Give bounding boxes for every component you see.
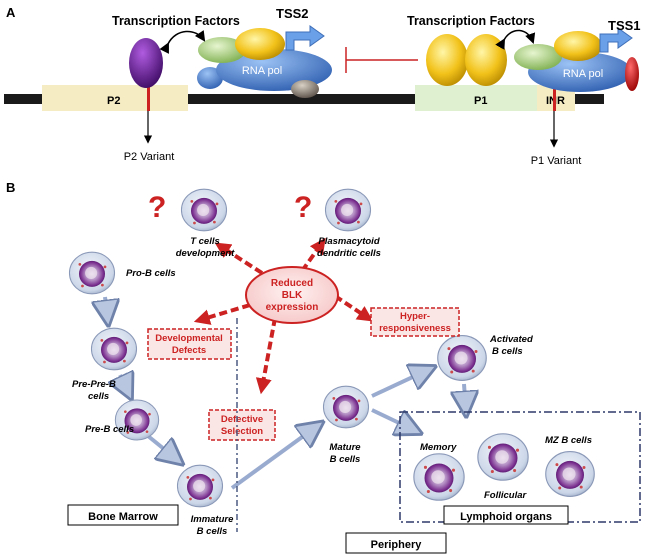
red-factor-right <box>625 57 639 91</box>
yellow-factor-right-3 <box>554 31 602 61</box>
lymphoid-organs-label: Lymphoid organs <box>460 511 552 523</box>
green-factor-left <box>198 37 246 63</box>
panel-b-label: B <box>6 180 15 195</box>
immature-label-1: Immature <box>191 514 234 525</box>
cell-pdc <box>324 188 372 232</box>
dev-defects-line-2: Defects <box>172 345 206 356</box>
tss1-arrow <box>599 27 633 53</box>
rna-pol-left-label: RNA pol <box>242 65 282 77</box>
cell-memory <box>413 453 465 501</box>
bone-marrow-label-box <box>67 504 179 526</box>
cell-t-cells <box>180 188 228 232</box>
mz-b-label: MZ B cells <box>545 435 592 446</box>
cell-pro-b <box>68 251 116 295</box>
question-mark-t-cells: ? <box>148 191 166 224</box>
rna-pol-right-label: RNA pol <box>563 68 603 80</box>
p1-variant-label: P1 Variant <box>531 155 582 167</box>
green-factor-right <box>514 44 562 70</box>
tss2-arrow <box>285 25 325 51</box>
center-line-1: Reduced <box>271 278 313 289</box>
tss1-label: TSS1 <box>608 18 641 33</box>
bone-marrow-label: Bone Marrow <box>88 511 158 523</box>
yellow-factor-right-2 <box>465 34 507 86</box>
p1-variant-marker <box>553 87 556 111</box>
cell-activated-b <box>437 335 487 381</box>
p2-variant-label: P2 Variant <box>124 151 175 163</box>
cell-mz-b <box>545 451 595 497</box>
defective-selection-line-1: Defective <box>221 414 263 425</box>
periphery-label: Periphery <box>371 539 423 551</box>
blue-development-arrows <box>105 296 466 490</box>
activated-label-1: Activated <box>489 334 533 345</box>
dev-defects-line-1: Developmental <box>155 333 223 344</box>
cell-pre-pre-b <box>90 327 138 371</box>
cell-mature-b <box>322 385 370 429</box>
mature-label-2: B cells <box>330 454 361 465</box>
dna-strand <box>4 94 604 104</box>
tf-left-label: Transcription Factors <box>112 14 240 28</box>
p2-variant-marker <box>147 87 150 111</box>
panel-a-label: A <box>6 5 16 20</box>
hyper-box <box>370 307 460 337</box>
cell-follicular <box>477 433 529 481</box>
dev-defects-box <box>147 328 232 360</box>
tf-left-bend-arrow <box>159 30 206 54</box>
pre-b-label: Pre-B cells <box>85 424 134 435</box>
pro-b-label: Pro-B cells <box>126 268 176 279</box>
yellow-factor-right-1 <box>426 34 468 86</box>
grey-factor-left <box>291 80 319 98</box>
question-mark-pdc: ? <box>294 191 312 224</box>
activated-label-2: B cells <box>492 346 523 357</box>
center-line-3: expression <box>266 302 319 313</box>
t-cells-label-2: development <box>176 248 235 259</box>
purple-transcription-factor <box>129 38 163 88</box>
lymphoid-organs-label-box <box>443 505 569 525</box>
mature-label-1: Mature <box>329 442 361 453</box>
immature-label-2: B cells <box>197 526 228 537</box>
defective-selection-line-2: Selection <box>221 426 263 437</box>
pre-pre-b-label-2: cells <box>88 391 109 402</box>
tf-right-label: Transcription Factors <box>407 14 535 28</box>
hyper-line-2: responsiveness <box>379 323 451 334</box>
tss2-label: TSS2 <box>276 6 309 21</box>
follicular-label: Follicular <box>484 490 528 501</box>
p1-label: P1 <box>474 95 487 107</box>
periphery-label-box <box>345 532 447 554</box>
memory-label: Memory <box>420 442 457 453</box>
t-cells-label-1: T cells <box>190 236 220 247</box>
tf-right-bend-arrow <box>495 29 536 50</box>
defective-selection-box <box>208 409 276 441</box>
cell-immature-b <box>176 464 224 508</box>
red-effect-arrows <box>193 237 374 395</box>
center-line-2: BLK <box>282 290 303 301</box>
pdc-label-1: Plasmacytoid <box>318 236 379 247</box>
reduced-blk-ellipse <box>245 266 339 324</box>
yellow-factor-left <box>235 28 285 60</box>
hyper-line-1: Hyper- <box>400 311 430 322</box>
pre-pre-b-label-1: Pre-Pre-B <box>72 379 116 390</box>
p2-label: P2 <box>107 95 120 107</box>
pdc-label-2: dendritic cells <box>317 248 381 259</box>
